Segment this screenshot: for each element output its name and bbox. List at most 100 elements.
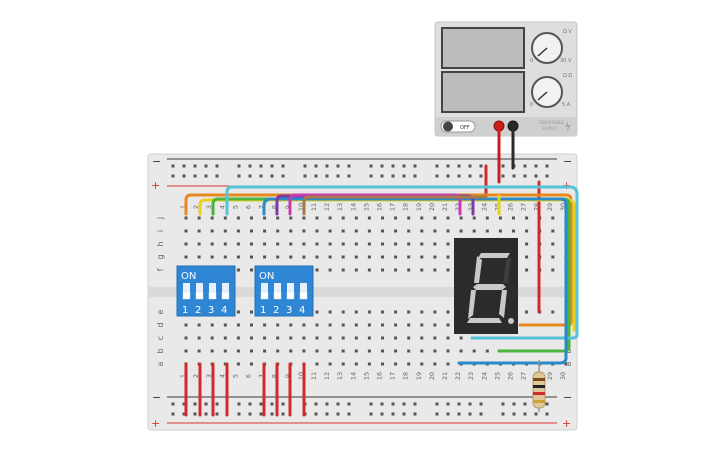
terminal-hole[interactable] <box>184 323 188 327</box>
terminal-hole[interactable] <box>394 216 398 220</box>
rail-hole[interactable] <box>468 174 472 178</box>
rail-hole[interactable] <box>380 412 384 416</box>
terminal-hole[interactable] <box>223 349 227 353</box>
terminal-hole[interactable] <box>446 216 450 220</box>
terminal-hole[interactable] <box>263 229 267 233</box>
terminal-hole[interactable] <box>446 349 450 353</box>
terminal-hole[interactable] <box>394 362 398 366</box>
rail-hole[interactable] <box>545 412 549 416</box>
terminal-hole[interactable] <box>381 242 384 246</box>
terminal-hole[interactable] <box>420 349 424 353</box>
terminal-hole[interactable] <box>420 242 424 246</box>
terminal-hole[interactable] <box>315 255 319 259</box>
rail-hole[interactable] <box>204 164 208 168</box>
rail-hole[interactable] <box>435 412 439 416</box>
terminal-hole[interactable] <box>276 242 280 246</box>
dip-switch-1-toggle-3[interactable] <box>209 283 216 299</box>
terminal-hole[interactable] <box>315 323 319 327</box>
terminal-hole[interactable] <box>184 336 188 340</box>
terminal-hole[interactable] <box>394 268 398 272</box>
terminal-hole[interactable] <box>367 349 371 353</box>
rail-hole[interactable] <box>512 174 516 178</box>
rail-hole[interactable] <box>402 402 406 406</box>
terminal-hole[interactable] <box>525 229 529 233</box>
terminal-hole[interactable] <box>485 349 489 353</box>
rail-hole[interactable] <box>369 174 373 178</box>
terminal-hole[interactable] <box>210 242 214 246</box>
terminal-hole[interactable] <box>302 242 306 246</box>
rail-hole[interactable] <box>182 174 186 178</box>
terminal-hole[interactable] <box>407 362 411 366</box>
rail-hole[interactable] <box>314 164 318 168</box>
terminal-hole[interactable] <box>459 336 463 340</box>
rail-hole[interactable] <box>446 164 450 168</box>
rail-hole[interactable] <box>325 412 329 416</box>
terminal-hole[interactable] <box>525 255 529 259</box>
rail-hole[interactable] <box>413 402 417 406</box>
terminal-hole[interactable] <box>263 255 267 259</box>
rail-hole[interactable] <box>380 174 384 178</box>
terminal-hole[interactable] <box>236 362 240 366</box>
rail-hole[interactable] <box>237 412 241 416</box>
terminal-hole[interactable] <box>433 216 437 220</box>
rail-hole[interactable] <box>369 412 373 416</box>
rail-hole[interactable] <box>237 174 241 178</box>
terminal-hole[interactable] <box>433 349 437 353</box>
terminal-hole[interactable] <box>381 362 384 366</box>
rail-hole[interactable] <box>523 402 527 406</box>
terminal-hole[interactable] <box>564 362 568 366</box>
rail-hole[interactable] <box>347 164 351 168</box>
terminal-hole[interactable] <box>367 268 371 272</box>
terminal-hole[interactable] <box>394 255 398 259</box>
terminal-hole[interactable] <box>551 310 555 314</box>
rail-hole[interactable] <box>270 412 274 416</box>
terminal-hole[interactable] <box>381 336 384 340</box>
rail-hole[interactable] <box>413 412 417 416</box>
resistor[interactable] <box>532 360 546 412</box>
terminal-hole[interactable] <box>289 229 293 233</box>
rail-hole[interactable] <box>248 402 252 406</box>
terminal-hole[interactable] <box>302 349 306 353</box>
terminal-hole[interactable] <box>315 242 319 246</box>
rail-hole[interactable] <box>259 402 263 406</box>
terminal-hole[interactable] <box>407 323 411 327</box>
terminal-hole[interactable] <box>263 242 267 246</box>
rail-hole[interactable] <box>435 402 439 406</box>
terminal-hole[interactable] <box>420 336 424 340</box>
rail-hole[interactable] <box>479 174 483 178</box>
terminal-hole[interactable] <box>381 255 384 259</box>
terminal-hole[interactable] <box>407 255 411 259</box>
terminal-hole[interactable] <box>289 323 293 327</box>
seven-segment-display[interactable] <box>454 238 518 334</box>
rail-hole[interactable] <box>369 402 373 406</box>
terminal-hole[interactable] <box>394 242 398 246</box>
terminal-hole[interactable] <box>328 242 332 246</box>
terminal-hole[interactable] <box>394 349 398 353</box>
terminal-hole[interactable] <box>354 362 358 366</box>
rail-hole[interactable] <box>193 412 197 416</box>
terminal-hole[interactable] <box>341 362 345 366</box>
terminal-hole[interactable] <box>341 336 345 340</box>
rail-hole[interactable] <box>347 402 351 406</box>
terminal-hole[interactable] <box>197 216 201 220</box>
terminal-hole[interactable] <box>328 349 332 353</box>
terminal-hole[interactable] <box>341 268 345 272</box>
terminal-hole[interactable] <box>420 216 424 220</box>
terminal-hole[interactable] <box>184 255 188 259</box>
terminal-hole[interactable] <box>446 362 450 366</box>
terminal-hole[interactable] <box>525 242 529 246</box>
terminal-hole[interactable] <box>289 349 293 353</box>
terminal-hole[interactable] <box>407 242 411 246</box>
rail-hole[interactable] <box>413 164 417 168</box>
rail-hole[interactable] <box>281 174 285 178</box>
rail-hole[interactable] <box>468 412 472 416</box>
terminal-hole[interactable] <box>328 268 332 272</box>
terminal-hole[interactable] <box>407 310 411 314</box>
rail-hole[interactable] <box>336 402 340 406</box>
rail-hole[interactable] <box>468 164 472 168</box>
rail-hole[interactable] <box>281 412 285 416</box>
terminal-hole[interactable] <box>302 255 306 259</box>
terminal-hole[interactable] <box>354 310 358 314</box>
rail-hole[interactable] <box>336 412 340 416</box>
rail-hole[interactable] <box>512 402 516 406</box>
